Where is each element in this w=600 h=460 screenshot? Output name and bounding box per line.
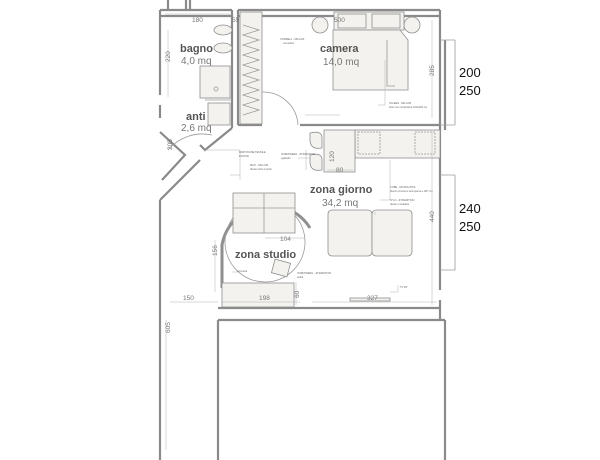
note-partition-sub: DOOOR xyxy=(239,154,249,158)
note-bed-sub: letto con contenitore 160x200 cm xyxy=(389,105,427,109)
entrance-door-arc xyxy=(167,133,213,151)
side-label-1-line2: 250 xyxy=(459,83,481,98)
note-lamp-sub: comodino xyxy=(283,41,295,45)
note-bed: JOLEEN - MILLUM xyxy=(389,101,411,105)
room-anti-area: 2,6 mq xyxy=(181,123,212,134)
desk xyxy=(221,282,295,308)
dimension-lines xyxy=(165,13,437,450)
note-studio-sofa-sub: divano letto 2 posti xyxy=(250,167,272,171)
studio-sofa xyxy=(232,192,296,234)
room-bagno-name: bagno xyxy=(180,43,213,55)
kitchen-block xyxy=(309,129,441,173)
note-studio-sofa: MATI - MILLUM xyxy=(250,163,268,167)
room-zona-giorno-area: 34,2 mq xyxy=(322,198,358,209)
room-zona-studio-name: zona studio xyxy=(235,249,296,261)
room-camera-area: 14,0 mq xyxy=(323,57,359,68)
dim-island-width: 80 xyxy=(336,167,344,174)
note-stools-sub: sgabello xyxy=(281,156,291,160)
dim-bed: 500 xyxy=(334,17,345,24)
side-label-1-line1: 200 xyxy=(459,65,481,80)
dim-wardrobe-gap: 55 xyxy=(232,17,240,24)
dim-bagno-width: 180 xyxy=(192,17,203,24)
wardrobe xyxy=(239,11,263,125)
tv xyxy=(349,297,391,302)
note-sofa: N°LO - &TRADITION xyxy=(390,198,415,202)
dim-tv-wall: 327 xyxy=(367,295,378,302)
room-anti-name: anti xyxy=(186,111,206,123)
dim-corridor-width: 150 xyxy=(183,295,194,302)
note-tv: TV 65" xyxy=(400,285,408,289)
living-sofa xyxy=(327,209,413,257)
dim-camera-height: 285 xyxy=(429,65,436,76)
note-sofa-sub: divano modulare xyxy=(390,202,410,206)
dim-door: 205 xyxy=(167,139,174,150)
bed xyxy=(311,11,421,91)
note-chair: IN BETWEEN - &TRADITION xyxy=(297,271,331,275)
note-chair-sub: sedia xyxy=(297,275,304,279)
side-label-2-line1: 240 xyxy=(459,201,481,216)
dim-corridor-length: 605 xyxy=(165,322,172,333)
note-kitchen-sub: blocco cucina a scomparsa L 287 cm xyxy=(390,189,433,193)
dim-island-depth: 120 xyxy=(329,151,336,162)
desk-chair xyxy=(270,258,292,278)
dim-living-height: 440 xyxy=(429,211,436,222)
room-camera-name: camera xyxy=(320,43,359,55)
dim-studio-height: 156 xyxy=(212,245,219,256)
note-desk: scrivania xyxy=(237,269,248,273)
room-zona-giorno-name: zona giorno xyxy=(310,184,373,196)
dim-sofa-gap: 104 xyxy=(280,236,291,243)
note-partition: PARTIZIONE TESSILE xyxy=(239,150,266,154)
note-kitchen: CUBE - MONOLITIKA xyxy=(390,185,416,189)
dim-desk-width: 198 xyxy=(259,295,270,302)
note-lamp: CORRELL - MILLUM xyxy=(280,37,304,41)
bathroom-fixtures xyxy=(199,24,233,126)
note-stools: IN BETWEEN - &TRADITION xyxy=(281,152,315,156)
room-bagno-area: 4,0 mq xyxy=(181,56,212,67)
camera-door-arc xyxy=(261,91,299,126)
dim-bagno-height: 220 xyxy=(165,51,172,62)
side-label-2-line2: 250 xyxy=(459,219,481,234)
dim-desk-depth: 60 xyxy=(294,290,301,298)
